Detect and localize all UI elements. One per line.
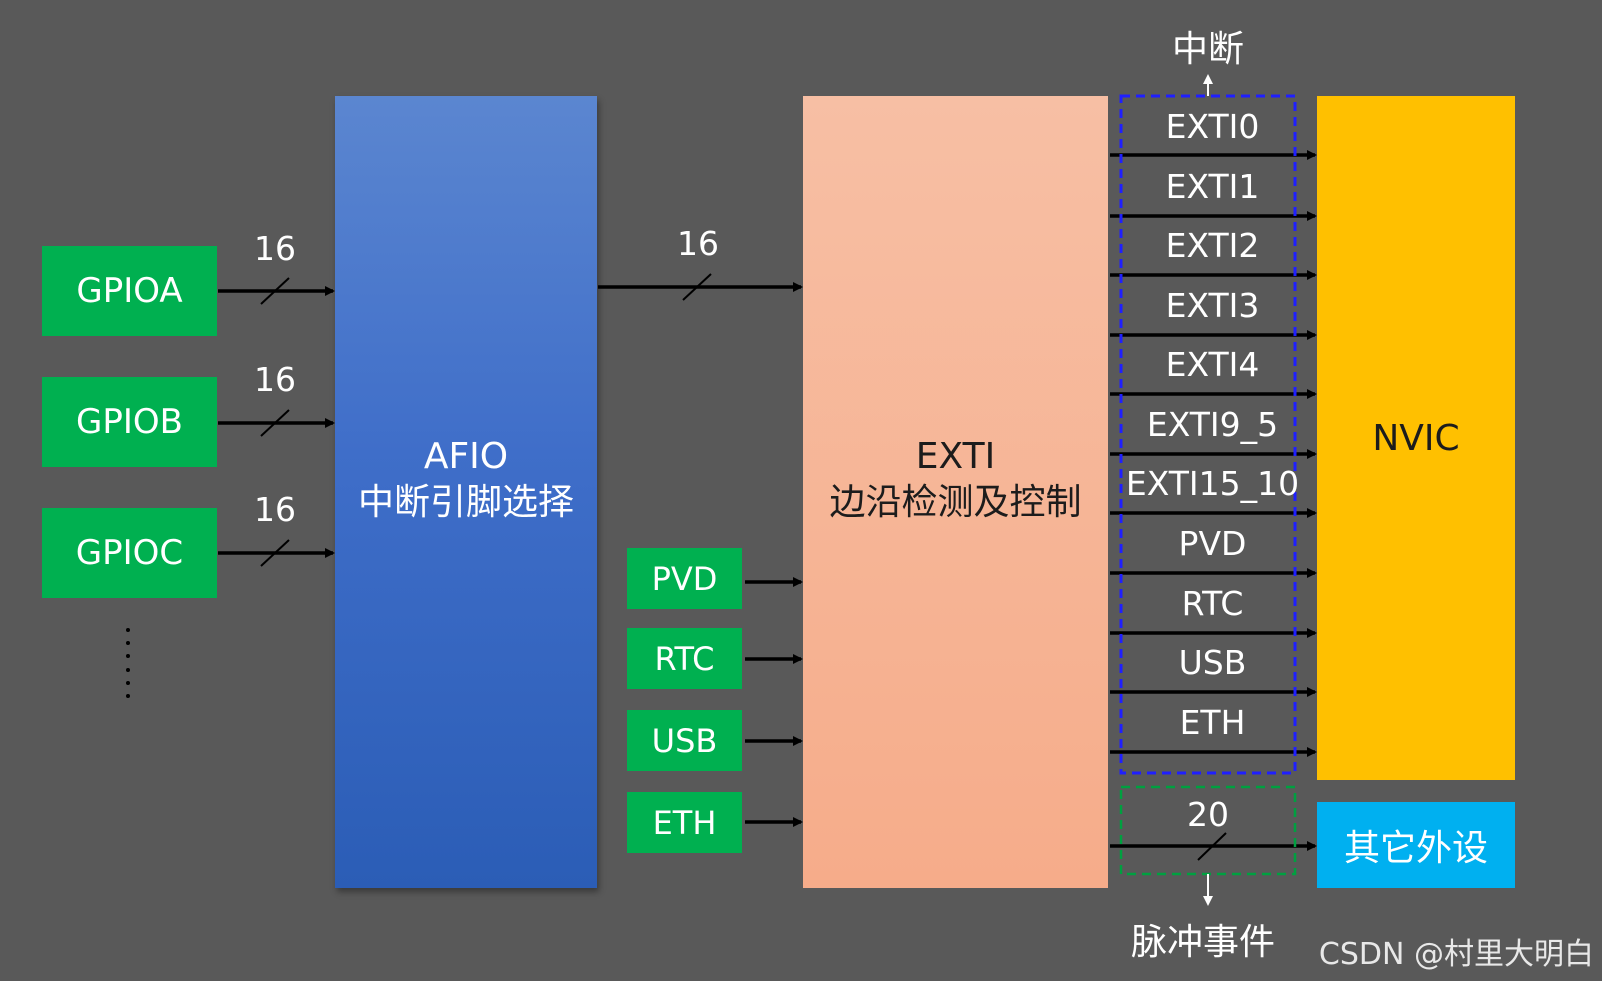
- nvic-block: NVIC: [1317, 96, 1515, 780]
- exti-line-label: EXTI2: [1165, 226, 1260, 265]
- exti-line-label: EXTI3: [1165, 286, 1260, 325]
- exti-line-label: PVD: [1178, 524, 1247, 563]
- rtc-block: RTC: [627, 628, 742, 689]
- gpioc-bus-width: 16: [254, 490, 296, 529]
- other-peripherals-block: 其它外设: [1317, 802, 1515, 888]
- exti-line-label: RTC: [1181, 584, 1244, 623]
- afio-exti-bus-width: 16: [677, 224, 719, 263]
- event-bus-width: 20: [1187, 795, 1229, 834]
- gpiob-bus-width: 16: [254, 360, 296, 399]
- gpio-continuation-dots: [113, 628, 143, 698]
- exti-line-label: USB: [1178, 643, 1247, 682]
- usb-block: USB: [627, 710, 742, 771]
- exti-line-label: EXTI0: [1165, 107, 1260, 146]
- exti-subtitle: 边沿检测及控制: [829, 482, 1082, 523]
- afio-title: AFIO: [423, 436, 509, 477]
- exti-line-label: ETH: [1179, 703, 1246, 742]
- pvd-block: PVD: [627, 548, 742, 609]
- exti-line-label: EXTI15_10: [1125, 464, 1300, 503]
- interrupt-lines-box: [1119, 94, 1297, 775]
- event-label: 脉冲事件: [1130, 922, 1275, 963]
- exti-title: EXTI: [915, 436, 996, 477]
- afio-subtitle: 中断引脚选择: [357, 482, 574, 523]
- gpioa-bus-width: 16: [254, 229, 296, 268]
- gpiob-block: GPIOB: [42, 377, 217, 467]
- exti-line-label: EXTI4: [1165, 345, 1260, 384]
- afio-block: AFIO 中断引脚选择: [335, 96, 597, 888]
- exti-line-label: EXTI1: [1165, 167, 1260, 206]
- gpioc-block: GPIOC: [42, 508, 217, 598]
- gpioa-block: GPIOA: [42, 246, 217, 336]
- watermark: CSDN @村里大明白: [1318, 937, 1594, 972]
- interrupt-label: 中断: [1171, 29, 1244, 70]
- exti-block: EXTI 边沿检测及控制: [803, 96, 1108, 888]
- exti-line-label: EXTI9_5: [1146, 405, 1279, 444]
- eth-block: ETH: [627, 792, 742, 853]
- exti-line-arrows: [1110, 150, 1317, 757]
